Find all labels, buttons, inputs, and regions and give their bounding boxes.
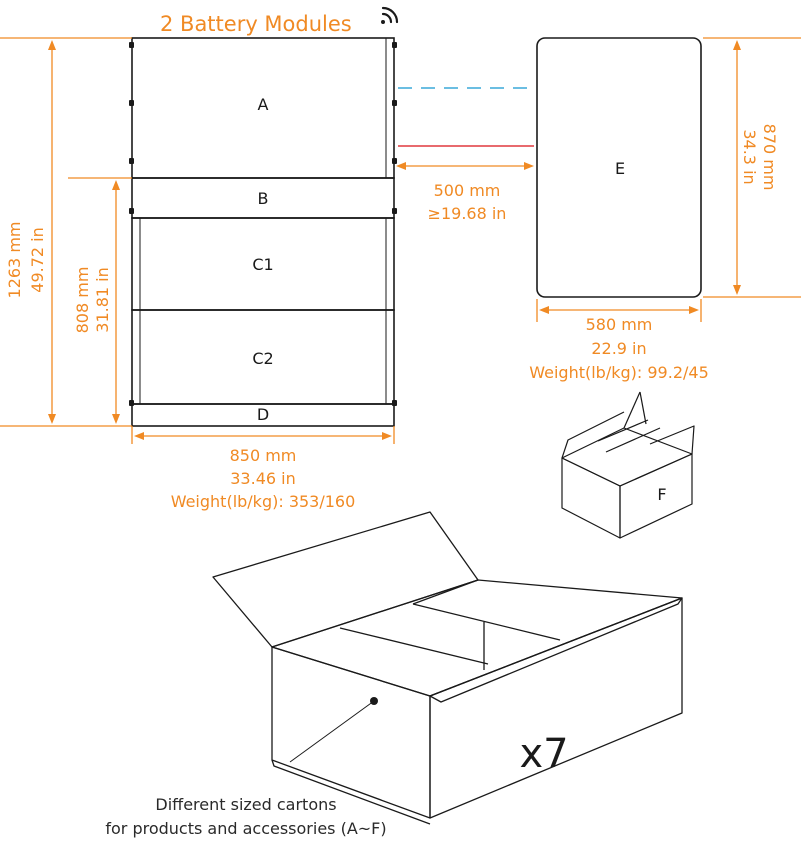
battery-stack bbox=[131, 37, 395, 427]
stack-label-d: D bbox=[257, 405, 269, 424]
dimension-inverter-height bbox=[703, 37, 801, 298]
stack-width-mm: 850 mm bbox=[230, 446, 297, 465]
inverter-weight: Weight(lb/kg): 99.2/45 bbox=[529, 363, 709, 382]
dimension-stack-width bbox=[131, 426, 395, 444]
inverter-width-mm: 580 mm bbox=[586, 315, 653, 334]
stack-hinges bbox=[129, 42, 397, 406]
stack-label-c1: C1 bbox=[252, 255, 273, 274]
large-carton bbox=[212, 511, 683, 825]
dimension-total-height bbox=[0, 37, 132, 427]
total-height-mm: 1263 mm bbox=[5, 222, 24, 299]
stack-label-c2: C2 bbox=[252, 349, 273, 368]
stack-weight: Weight(lb/kg): 353/160 bbox=[171, 492, 356, 511]
carton-multiplier: x7 bbox=[519, 731, 568, 777]
lower-height-in: 31.81 in bbox=[93, 267, 112, 332]
dimension-lower-height bbox=[68, 177, 132, 424]
clearance-mm: 500 mm bbox=[434, 181, 501, 200]
inverter-height-mm: 870 mm bbox=[760, 124, 779, 191]
diagram-title: 2 Battery Modules bbox=[160, 12, 352, 36]
carton-callout-leader bbox=[289, 700, 375, 763]
inverter-label: E bbox=[615, 159, 625, 178]
dimension-inverter-width bbox=[536, 299, 702, 322]
wifi-icon bbox=[381, 6, 399, 24]
clearance-in: ≥19.68 in bbox=[428, 204, 507, 223]
carton-note-line2: for products and accessories (A~F) bbox=[105, 819, 386, 838]
small-box-label: F bbox=[657, 485, 666, 504]
inverter-height-in: 34.3 in bbox=[740, 129, 759, 184]
stack-label-b: B bbox=[258, 189, 269, 208]
inverter-box bbox=[536, 37, 702, 298]
carton-note-line1: Different sized cartons bbox=[155, 795, 336, 814]
inverter-width-in: 22.9 in bbox=[591, 339, 646, 358]
total-height-in: 49.72 in bbox=[28, 227, 47, 292]
small-box-f bbox=[561, 391, 695, 539]
lower-height-mm: 808 mm bbox=[73, 267, 92, 334]
dimension-clearance bbox=[396, 162, 534, 170]
stack-label-a: A bbox=[258, 95, 269, 114]
stack-width-in: 33.46 in bbox=[230, 469, 295, 488]
